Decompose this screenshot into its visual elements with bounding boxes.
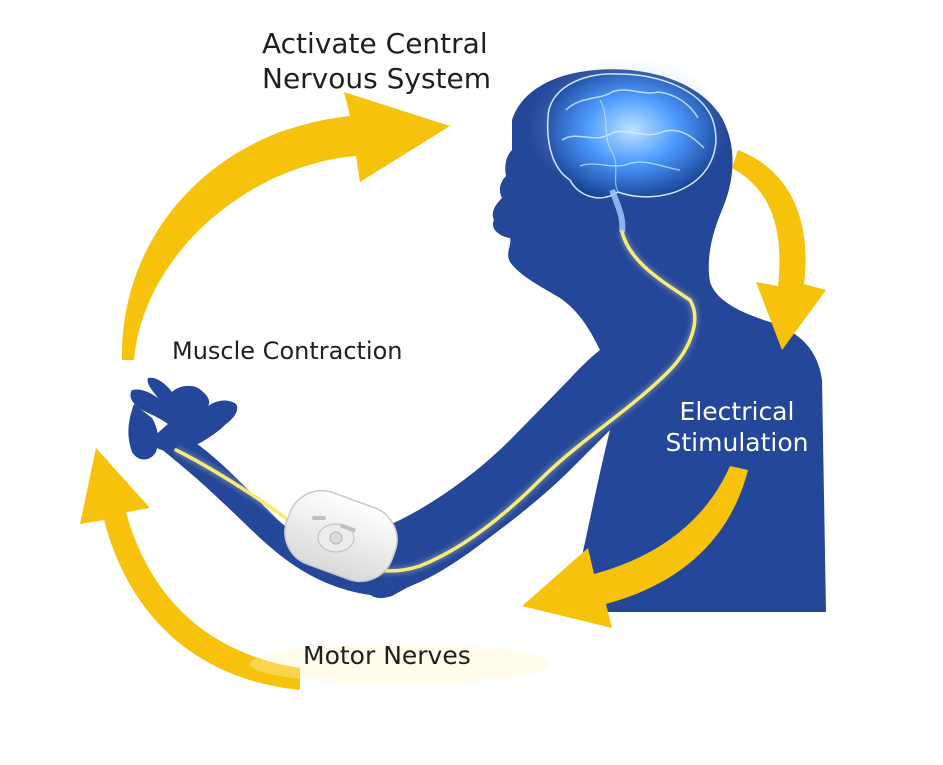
label-activate-cns: Activate Central Nervous System bbox=[262, 26, 491, 96]
arrow-to-muscle bbox=[80, 448, 300, 690]
label-motor-nerves: Motor Nerves bbox=[303, 640, 471, 671]
label-cns-line1: Activate Central bbox=[262, 26, 491, 61]
label-cns-line2: Nervous System bbox=[262, 61, 491, 96]
arrow-to-cns bbox=[122, 92, 450, 360]
label-muscle-contraction: Muscle Contraction bbox=[172, 336, 402, 366]
label-electrical-line1: Electrical bbox=[652, 396, 822, 427]
label-electrical-line2: Stimulation bbox=[652, 427, 822, 458]
label-electrical-stimulation: Electrical Stimulation bbox=[652, 396, 822, 459]
